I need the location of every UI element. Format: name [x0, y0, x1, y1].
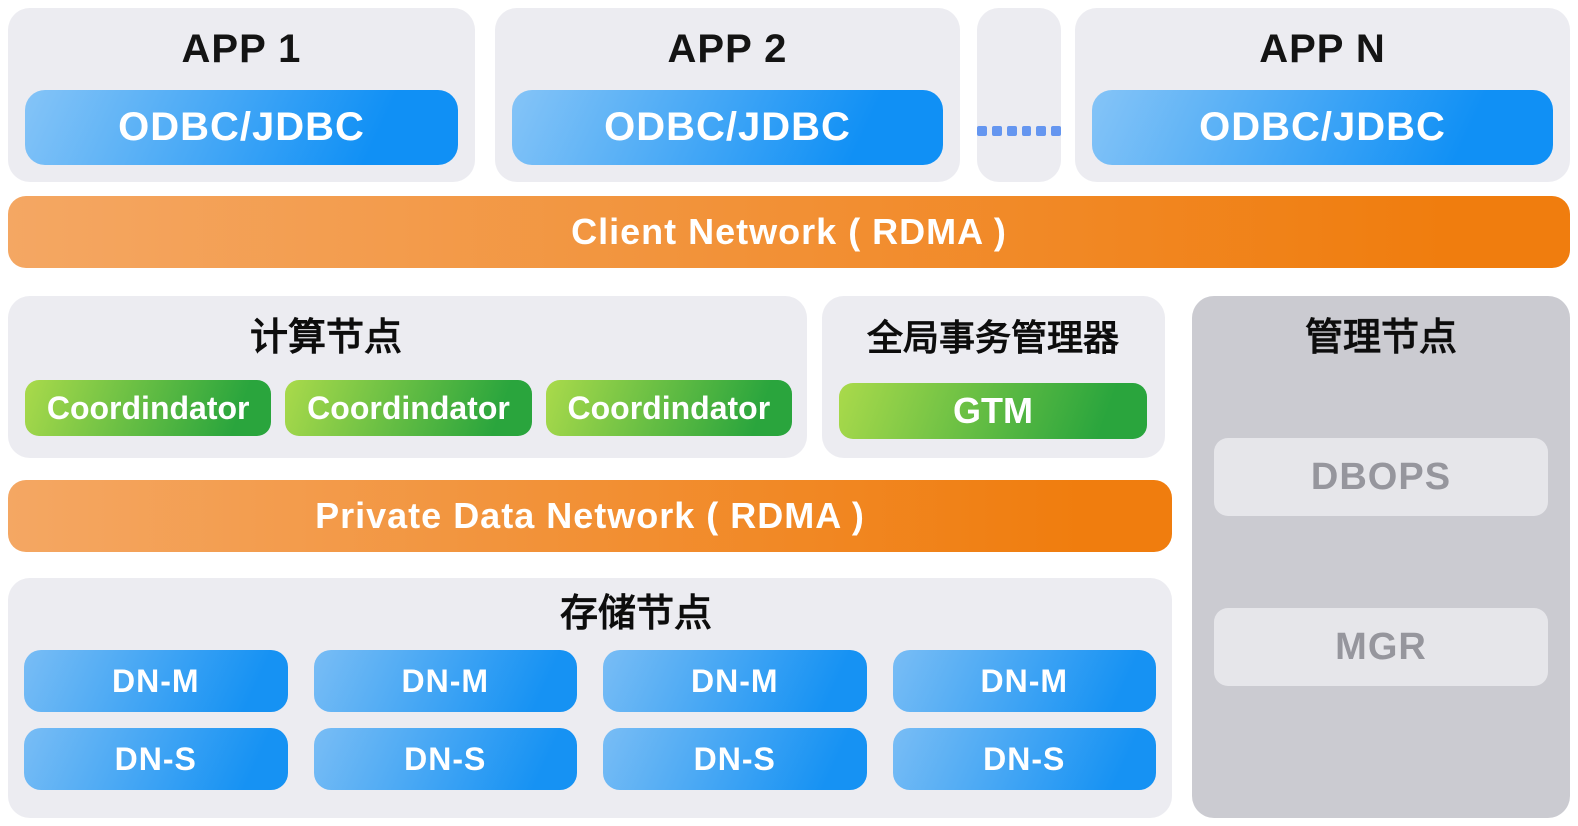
private-data-network-bar: Private Data Network ( RDMA ) [8, 480, 1172, 552]
dn-master-block-2: DN-M [313, 650, 577, 712]
transaction-manager-title: 全局事务管理器 [866, 317, 1120, 358]
app-title-n: APP N [1259, 26, 1386, 71]
storage-nodes-title: 存储节点 [559, 593, 713, 635]
odbc-jdbc-block-1: ODBC/JDBC [25, 90, 458, 165]
app-title-2: APP 2 [667, 26, 788, 71]
gtm-block: GTM [839, 383, 1147, 439]
dn-standby-block-4: DN-S [892, 728, 1156, 790]
coordinator-block-2: Coordindator [285, 380, 532, 436]
datanode-grid: DN-M DN-M DN-M DN-M DN-S DN-S DN-S DN-S [24, 650, 1156, 790]
coordinator-block-3: Coordindator [545, 380, 792, 436]
dot [1051, 126, 1061, 136]
app-panel-1: APP 1 ODBC/JDBC [8, 8, 475, 182]
dn-standby-block-2: DN-S [313, 728, 577, 790]
dot [991, 126, 1002, 136]
app-ellipsis-panel [977, 8, 1061, 182]
dn-master-block-1: DN-M [24, 650, 288, 712]
dn-standby-block-3: DN-S [603, 728, 867, 790]
management-node-title: 管理节点 [1304, 317, 1458, 359]
transaction-manager-panel: 全局事务管理器 GTM [822, 296, 1165, 458]
management-node-panel: 管理节点 DBOPS MGR [1192, 296, 1570, 818]
dot [1021, 126, 1032, 136]
odbc-jdbc-block-2: ODBC/JDBC [512, 90, 943, 165]
ellipsis-dots [977, 126, 1061, 136]
dbops-block: DBOPS [1214, 438, 1548, 516]
compute-nodes-title: 计算节点 [249, 317, 403, 359]
coordinator-row: Coordindator Coordindator Coordindator [25, 380, 792, 436]
dn-standby-block-1: DN-S [24, 728, 288, 790]
coordinator-block-1: Coordindator [25, 380, 272, 436]
compute-nodes-panel: 计算节点 Coordindator Coordindator Coordinda… [8, 296, 807, 458]
storage-nodes-panel: 存储节点 DN-M DN-M DN-M DN-M DN-S DN-S DN-S … [8, 578, 1172, 818]
app-panel-2: APP 2 ODBC/JDBC [495, 8, 960, 182]
dot [1036, 126, 1047, 136]
app-panel-n: APP N ODBC/JDBC [1075, 8, 1570, 182]
app-title-1: APP 1 [181, 26, 302, 71]
dn-master-block-3: DN-M [603, 650, 867, 712]
odbc-jdbc-block-n: ODBC/JDBC [1092, 90, 1553, 165]
client-network-bar: Client Network ( RDMA ) [8, 196, 1570, 268]
dn-master-block-4: DN-M [892, 650, 1156, 712]
mgr-block: MGR [1214, 608, 1548, 686]
dot [977, 126, 987, 136]
dot [1006, 126, 1017, 136]
